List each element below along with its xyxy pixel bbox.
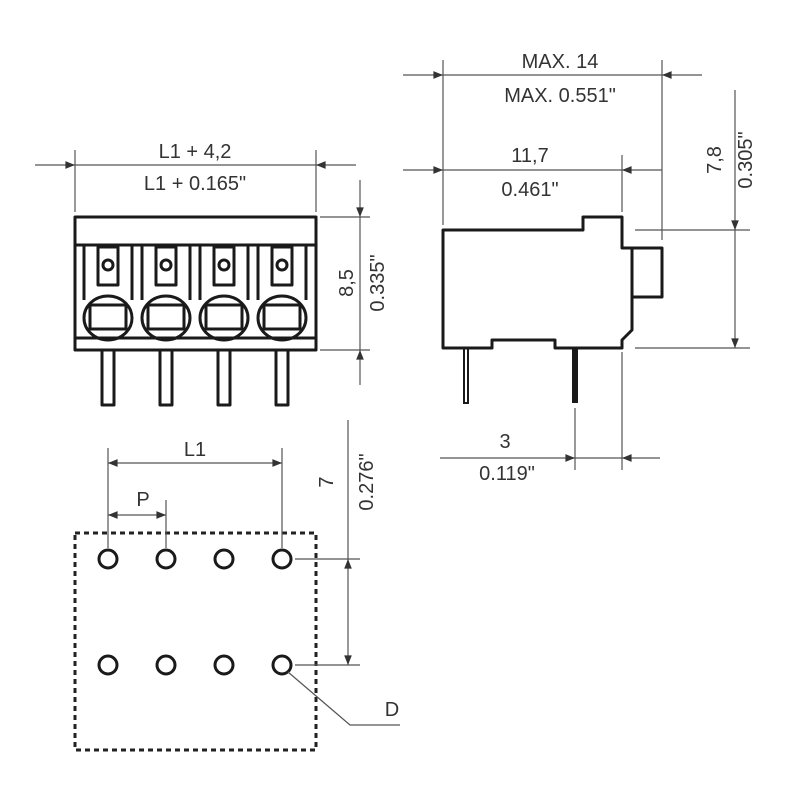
terminal-slot: [256, 245, 308, 300]
pcb-footprint: L1 P 7 0.276" D: [73, 420, 400, 752]
screw-window: [154, 245, 178, 287]
screw-icon: [101, 258, 115, 272]
front-view: L1 + 4,2 L1 + 0.165" 8,5 0.335": [35, 141, 389, 407]
pcb-hole: [155, 548, 177, 570]
pcb-hole: [97, 654, 119, 676]
terminal-slot: [198, 245, 250, 300]
wire-entry: [140, 294, 192, 342]
screw-icon: [275, 258, 289, 272]
pin-offset-in: 0.119": [479, 463, 535, 485]
terminal-slot: [140, 245, 192, 300]
front-height-in: 0.335": [367, 254, 389, 311]
terminal: [82, 245, 134, 407]
pin: [100, 348, 116, 407]
screw-icon: [217, 258, 231, 272]
pin: [216, 348, 232, 407]
pcb-hole: [213, 548, 235, 570]
screw-window: [270, 245, 294, 287]
screw-window: [212, 245, 236, 287]
wire-opening: [146, 303, 186, 331]
height-in: 0.305": [735, 131, 757, 188]
screw-icon: [159, 258, 173, 272]
pcb-hole: [155, 654, 177, 676]
pin: [158, 348, 174, 407]
wire-entry: [198, 294, 250, 342]
depth-mm: 11,7: [511, 145, 548, 167]
pcb-hole: [271, 654, 293, 676]
depth-in: 0.461": [501, 179, 558, 201]
terminal-slot: [82, 245, 134, 300]
row-spacing-in: 0.276": [356, 453, 378, 510]
terminal: [198, 245, 250, 407]
wire-opening: [88, 303, 128, 331]
pin: [274, 348, 290, 407]
front-width-in: L1 + 0.165": [144, 173, 246, 195]
wire-entry: [82, 294, 134, 342]
terminal: [256, 245, 308, 407]
screw-window: [96, 245, 120, 287]
wire-opening: [262, 303, 302, 331]
wire-entry: [256, 294, 308, 342]
row-spacing-mm: 7: [316, 476, 338, 487]
front-width-mm: L1 + 4,2: [159, 141, 232, 163]
pin-offset-mm: 3: [499, 431, 510, 453]
max-width-in: MAX. 0.551": [504, 85, 616, 107]
height-mm: 7,8: [704, 146, 726, 174]
side-view: MAX. 14 MAX. 0.551" 11,7 0.461" 7,8 0.30…: [403, 51, 757, 485]
pcb-hole: [97, 548, 119, 570]
terminal: [140, 245, 192, 407]
pcb-hole: [271, 548, 293, 570]
pitch-span-label: L1: [184, 439, 206, 461]
hole-diameter-label: D: [385, 699, 399, 721]
front-height-mm: 8,5: [336, 269, 358, 297]
pcb-hole: [213, 654, 235, 676]
pitch-label: P: [136, 489, 149, 511]
max-width-mm: MAX. 14: [522, 51, 599, 73]
wire-opening: [204, 303, 244, 331]
